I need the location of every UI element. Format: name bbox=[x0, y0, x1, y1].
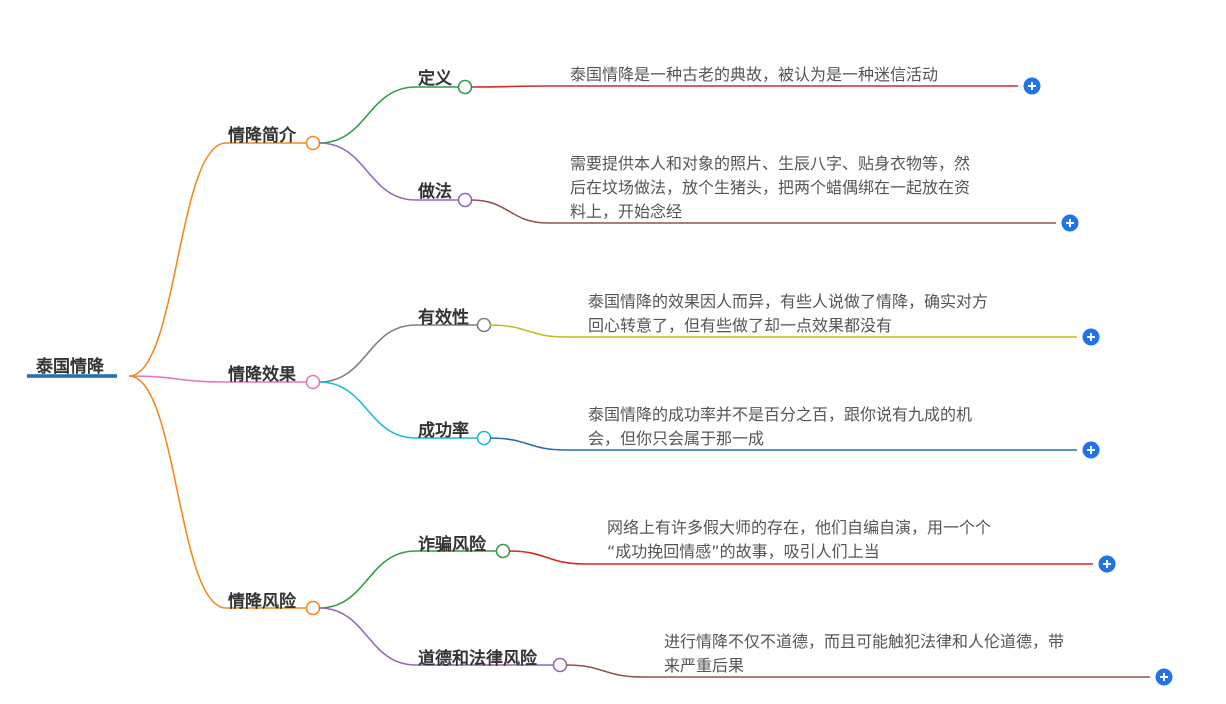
topic-connector bbox=[318, 381, 417, 439]
leaf-fraud-risk-text: 网络上有许多假大师的存在，他们自编自演，用一个个 “成功挽回情感”的故事，吸引人… bbox=[607, 518, 992, 561]
leaf-moral-legal-risk-text: 进行情降不仅不道德，而且可能触犯法律和人伦道德，带 来严重后果 bbox=[664, 632, 1065, 675]
leaf-success-rate-text: 泰国情降的成功率并不是百分之百，跟你说有九成的机 会，但你只会属于那一成 bbox=[588, 405, 973, 448]
topic-validity-label[interactable]: 有效性 bbox=[418, 308, 469, 328]
branch-node-3[interactable] bbox=[305, 600, 321, 616]
topic-moral-legal-risk-label[interactable]: 道德和法律风险 bbox=[418, 649, 537, 669]
topic-fraud-risk-label[interactable]: 诈骗风险 bbox=[418, 535, 486, 555]
expand-plus-icon[interactable] bbox=[1155, 668, 1173, 686]
topic-method-label[interactable]: 做法 bbox=[418, 182, 452, 202]
topic-node-1-2[interactable] bbox=[457, 192, 473, 208]
branch-connector bbox=[128, 142, 227, 377]
leaf-connector bbox=[470, 85, 549, 88]
expand-plus-icon[interactable] bbox=[1082, 441, 1100, 459]
expand-plus-icon[interactable] bbox=[1023, 77, 1041, 95]
expand-plus-icon[interactable] bbox=[1061, 214, 1079, 232]
branch-node-2[interactable] bbox=[305, 374, 321, 390]
topic-connector bbox=[318, 324, 417, 383]
branch-risk-label[interactable]: 情降风险 bbox=[228, 592, 296, 612]
branch-node-1[interactable] bbox=[305, 135, 321, 151]
topic-success-rate-label[interactable]: 成功率 bbox=[418, 421, 469, 441]
topic-node-2-1[interactable] bbox=[476, 317, 492, 333]
topic-connector bbox=[318, 142, 417, 201]
topic-connector bbox=[318, 607, 417, 666]
leaf-definition-text: 泰国情降是一种古老的典故，被认为是一种迷信活动 bbox=[570, 65, 939, 84]
expand-plus-icon[interactable] bbox=[1098, 555, 1116, 573]
leaf-connector bbox=[489, 437, 567, 451]
leaf-connector bbox=[508, 550, 586, 565]
leaf-connector bbox=[470, 199, 549, 224]
topic-node-1-1[interactable] bbox=[457, 79, 473, 95]
topic-node-3-1[interactable] bbox=[495, 543, 511, 559]
leaf-method-text: 需要提供本人和对象的照片、生辰八字、贴身衣物等，然 后在坟场做法，放个生猪头，把… bbox=[570, 154, 971, 221]
topic-definition-label[interactable]: 定义 bbox=[418, 69, 452, 89]
topic-connector bbox=[318, 86, 417, 144]
root-node-label[interactable]: 泰国情降 bbox=[36, 357, 104, 377]
leaf-connector bbox=[489, 324, 567, 338]
branch-intro-label[interactable]: 情降简介 bbox=[228, 126, 296, 146]
leaf-validity-text: 泰国情降的效果因人而异，有些人说做了情降，确实对方 回心转意了，但有些做了却一点… bbox=[588, 292, 989, 335]
leaf-connector bbox=[565, 664, 643, 678]
branch-connector bbox=[128, 375, 227, 609]
expand-plus-icon[interactable] bbox=[1082, 328, 1100, 346]
branch-connector bbox=[128, 375, 227, 383]
branch-effect-label[interactable]: 情降效果 bbox=[228, 365, 296, 385]
topic-connector bbox=[318, 550, 417, 609]
topic-node-3-2[interactable] bbox=[552, 657, 568, 673]
topic-node-2-2[interactable] bbox=[476, 430, 492, 446]
